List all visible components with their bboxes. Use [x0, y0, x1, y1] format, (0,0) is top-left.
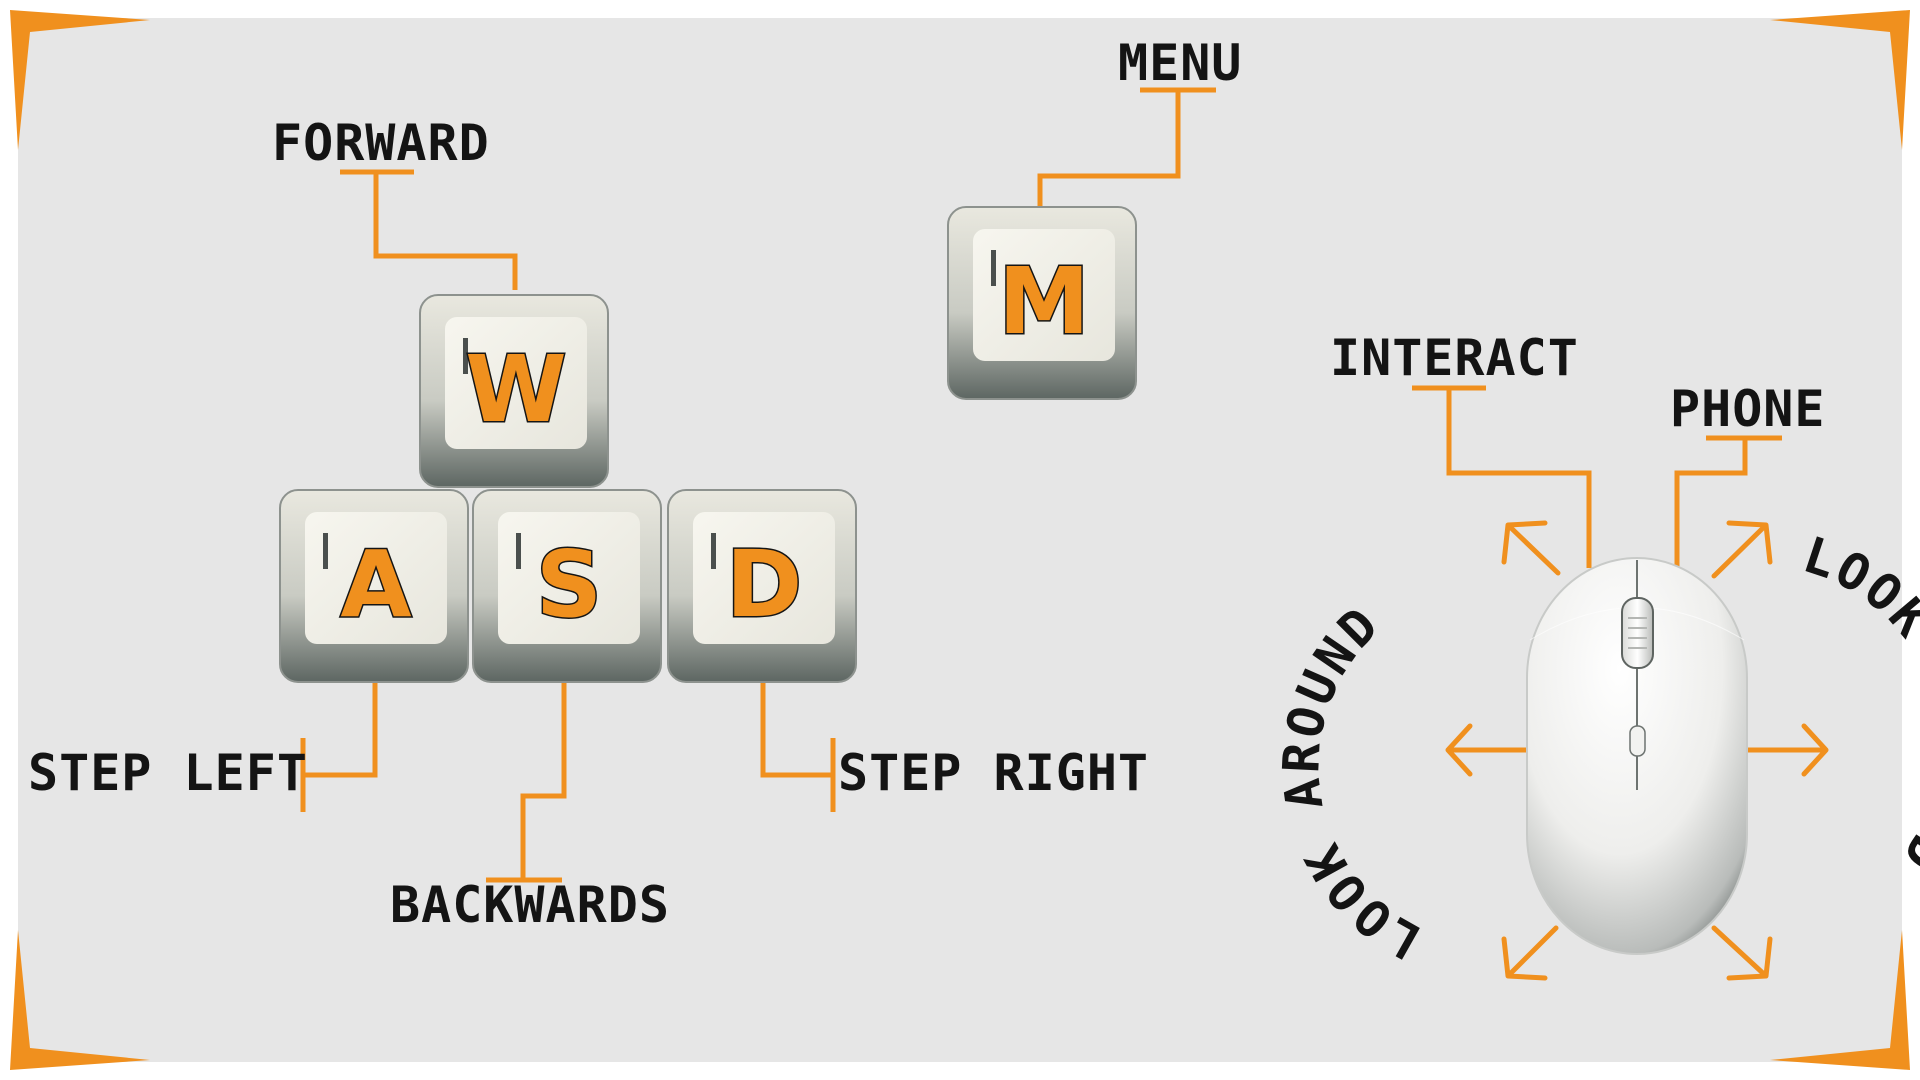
arrow-up-left: [1501, 520, 1561, 576]
connector-backwards: [486, 682, 567, 883]
mouse-side-button: [1629, 725, 1646, 757]
arrow-left: [1445, 723, 1529, 777]
connector-step-left: [300, 682, 378, 812]
direction-arrow-icon: [1445, 520, 1829, 981]
connector-interact: [1412, 385, 1592, 568]
arrow-down-left: [1501, 925, 1559, 981]
key-letter-d: D: [726, 531, 802, 638]
label-step-right: STEP RIGHT: [838, 744, 1149, 802]
computer-mouse-icon: [1526, 557, 1748, 955]
connector-phone: [1674, 435, 1782, 568]
label-backwards: BACKWARDS: [390, 876, 670, 934]
connector-menu: [1037, 87, 1216, 208]
key-d: D: [667, 489, 857, 683]
label-menu: MENU: [1118, 34, 1242, 92]
label-interact: INTERACT: [1330, 329, 1579, 387]
connector-lines: [300, 87, 1782, 883]
key-letter-w: W: [465, 336, 566, 443]
label-forward: FORWARD: [272, 114, 490, 172]
scroll-wheel: [1621, 597, 1654, 669]
key-m: M: [947, 206, 1137, 400]
connector-forward: [340, 169, 518, 290]
label-phone: PHONE: [1670, 380, 1826, 438]
key-w: W: [419, 294, 609, 488]
key-s: S: [472, 489, 662, 683]
key-letter-s: S: [536, 531, 602, 638]
corner-bracket-icon: [10, 10, 1910, 1070]
key-letter-a: A: [340, 531, 411, 638]
key-a: A: [279, 489, 469, 683]
arrow-up-right: [1711, 520, 1773, 579]
arrow-down-right: [1711, 925, 1773, 981]
key-letter-m: M: [998, 248, 1090, 355]
arrow-right: [1745, 723, 1829, 777]
label-step-left: STEP LEFT: [28, 744, 308, 802]
connector-step-right: [760, 682, 836, 812]
